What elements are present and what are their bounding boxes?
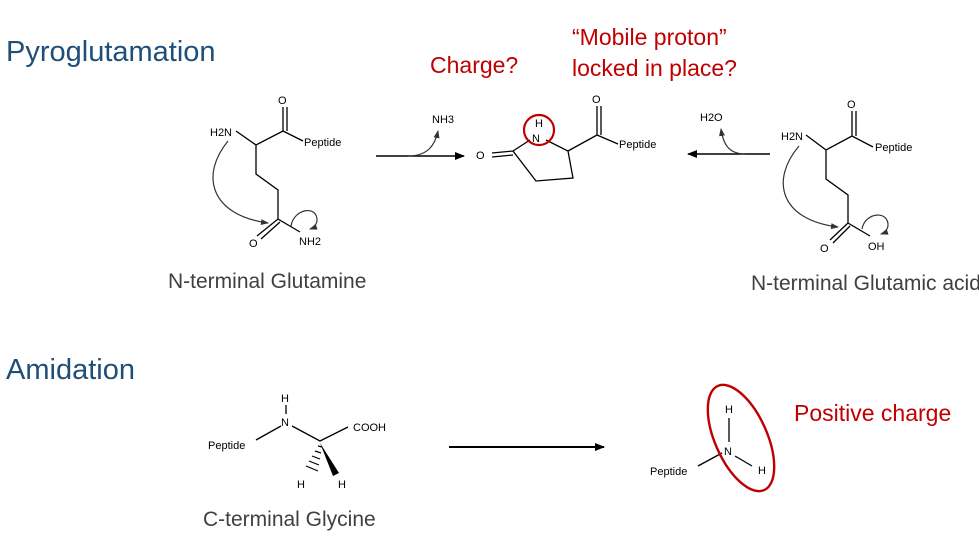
glutamine-structure: H2N O Peptide O NH2: [210, 95, 341, 250]
callout-charge: Charge?: [430, 52, 519, 78]
callout-positive-charge: Positive charge: [794, 400, 952, 426]
product-bonds: [697, 418, 753, 467]
product-nitrogen: N: [724, 446, 732, 458]
glutamic-acid-structure: H2N O Peptide O OH: [781, 99, 912, 255]
caption-c-terminal-glycine: C-terminal Glycine: [203, 508, 376, 531]
glycine-hydrogen-right: H: [338, 479, 346, 491]
glycine-hashed-bond: [305, 445, 323, 472]
glutamic-acid-oxygen: O: [820, 243, 829, 255]
glutamine-amine-label: H2N: [210, 127, 232, 139]
glycine-structure: Peptide H N COOH H H: [208, 393, 386, 491]
glutamic-hydroxyl-label: OH: [868, 241, 885, 253]
charge-highlight-circle: [522, 113, 556, 147]
pyroglutamate-carbonyl-oxygen: O: [592, 94, 601, 106]
glycine-nh-hydrogen: H: [281, 393, 289, 405]
section-title-pyroglutamation: Pyroglutamation: [6, 36, 216, 68]
reverse-arrow-group: H2O: [687, 112, 770, 158]
glutamine-amide-oxygen: O: [249, 238, 258, 250]
glycine-carboxyl-label: COOH: [353, 422, 386, 434]
leaving-group-h2o: H2O: [700, 112, 723, 124]
glycine-wedge-bond: [320, 443, 339, 476]
positive-charge-highlight-ellipse: [706, 383, 776, 493]
leaving-group-nh3: NH3: [432, 114, 454, 126]
pyroglutamate-nh-hydrogen: H: [535, 118, 543, 130]
callout-mobile-proton-line2: locked in place?: [572, 55, 737, 81]
callout-mobile-proton-line1: “Mobile proton”: [572, 24, 727, 50]
product-hydrogen-top: H: [725, 404, 733, 416]
glutamine-carbonyl-oxygen: O: [278, 95, 287, 107]
pyroglutamate-structure: H N O O Peptide: [476, 94, 656, 182]
glutamic-amine-label: H2N: [781, 131, 803, 143]
glycine-peptide-label: Peptide: [208, 440, 245, 452]
glutamine-proton-arrow: [290, 210, 318, 230]
caption-n-terminal-glutamic-acid: N-terminal Glutamic acid: [751, 272, 979, 295]
glycine-hydrogen-left: H: [297, 479, 305, 491]
caption-n-terminal-glutamine: N-terminal Glutamine: [168, 270, 367, 293]
glutamine-attack-arrow: [212, 140, 269, 226]
glutamine-peptide-label: Peptide: [304, 137, 341, 149]
product-hydrogen-right: H: [758, 465, 766, 477]
pyroglutamate-nitrogen: N: [532, 133, 540, 145]
glutamic-proton-arrow: [861, 214, 889, 235]
nh3-release-arrow: [407, 130, 440, 157]
h2o-release-arrow: [719, 128, 746, 155]
glutamic-bonds: [805, 111, 874, 244]
pyroglutamate-bonds: [491, 106, 619, 182]
glutamine-bonds: [235, 107, 304, 240]
amidated-product-structure: Peptide H N H: [650, 383, 776, 493]
glutamine-amide-nh2-label: NH2: [299, 236, 321, 248]
glutamic-carbonyl-oxygen: O: [847, 99, 856, 111]
pyroglutamate-peptide-label: Peptide: [619, 139, 656, 151]
product-peptide-label: Peptide: [650, 466, 687, 478]
glutamic-peptide-label: Peptide: [875, 142, 912, 154]
section-title-amidation: Amidation: [6, 354, 135, 386]
forward-arrow-group: NH3: [376, 114, 465, 160]
pyroglutamate-ring-oxygen: O: [476, 150, 485, 162]
glutamic-attack-arrow: [782, 145, 839, 230]
glycine-nitrogen: N: [281, 417, 289, 429]
glycine-bonds: [255, 405, 349, 442]
